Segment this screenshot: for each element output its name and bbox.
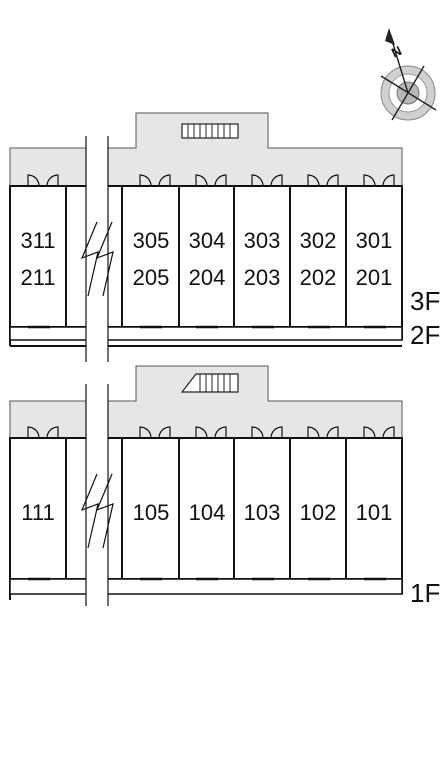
unit-number: 305 — [133, 228, 170, 253]
unit-number: 302 — [300, 228, 337, 253]
door-icons — [27, 426, 395, 439]
unit-number: 101 — [356, 500, 393, 525]
unit-number: 102 — [300, 500, 337, 525]
floor-label: 1F — [410, 578, 440, 608]
unit-number: 104 — [189, 500, 226, 525]
stairs-icon — [180, 373, 239, 393]
unit-number: 204 — [189, 265, 226, 290]
unit-number: 304 — [189, 228, 226, 253]
upper-floor-block: 311 211 305 205 304 204 303 203 302 202 … — [9, 112, 440, 362]
omission-break — [80, 136, 114, 362]
compass-rose-icon: N — [380, 28, 437, 121]
floor-label: 3F — [410, 286, 440, 316]
unit-number: 303 — [244, 228, 281, 253]
unit-number: 205 — [133, 265, 170, 290]
unit-number: 201 — [356, 265, 393, 290]
unit-number: 211 — [20, 265, 55, 290]
unit-number: 111 — [21, 500, 54, 525]
unit-number: 202 — [300, 265, 337, 290]
north-label: N — [389, 43, 404, 61]
omission-break — [80, 384, 114, 606]
lower-floor-block: 111 105 104 103 102 101 1F — [9, 365, 440, 608]
unit-number: 301 — [356, 228, 393, 253]
floor-label: 2F — [410, 320, 440, 350]
north-arrow-icon — [385, 28, 395, 45]
unit-number: 311 — [20, 228, 55, 253]
door-icons — [27, 174, 395, 187]
unit-number: 105 — [133, 500, 170, 525]
unit-number: 103 — [244, 500, 281, 525]
unit-number: 203 — [244, 265, 281, 290]
stairs-icon — [181, 123, 239, 139]
